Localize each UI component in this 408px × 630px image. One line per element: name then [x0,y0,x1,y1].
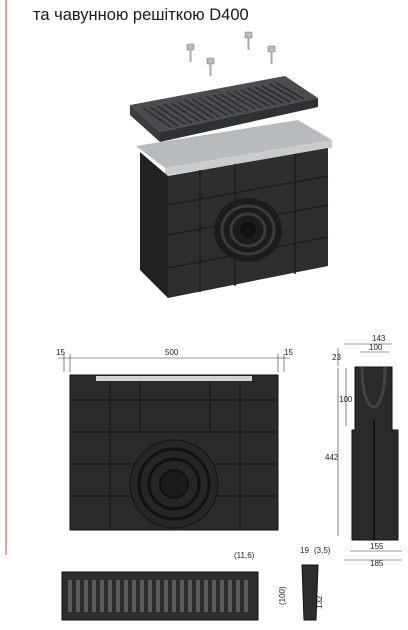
dim-front-right: 15 [284,348,293,357]
dim-grate-section-inner: (100) [278,586,287,605]
side-view [351,366,399,541]
dim-grate-section-width: 19 [300,546,309,555]
grate-plan-view [61,571,259,621]
dim-side-base-inner: 155 [370,542,384,551]
dim-side-upper-height: 100 [339,395,353,404]
bolt-icon-2 [244,31,253,50]
bolt-icon-3 [206,57,215,76]
front-view-dimensions [58,354,290,372]
dim-grate-rib: (11,6) [234,551,255,560]
dim-front-left: 15 [56,348,65,357]
dim-side-total-height: 442 [325,453,339,462]
accent-line [5,0,7,555]
cast-iron-grate [130,76,318,142]
dim-side-base-outer: 185 [370,559,384,568]
grate-section-view [301,564,319,621]
dim-side-top-width: 143 [372,334,386,343]
channel-body [136,120,332,298]
side-view-dimensions [337,343,402,561]
front-view [69,374,279,531]
dim-front-length: 500 [165,348,179,357]
dim-side-flange: 23 [332,353,341,362]
page-title: та чавунною решіткою D400 [33,6,249,24]
bolt-icon-4 [267,45,276,64]
dim-grate-section-height: 132 [315,595,324,609]
bolt-icon-1 [186,43,195,62]
dim-grate-section-lip: (3,5) [314,546,331,555]
dim-side-inner-width: 100 [369,343,383,352]
